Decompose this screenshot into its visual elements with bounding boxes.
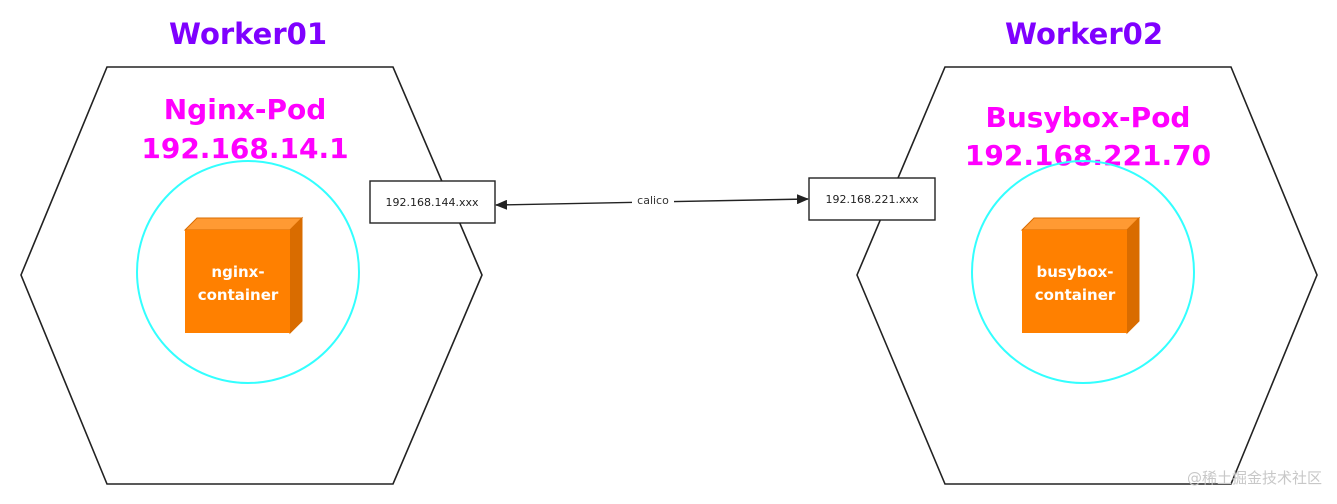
worker01-container-box: nginx- container [183,216,304,335]
worker02-container-box: busybox- container [1020,216,1141,335]
worker02-container-label-line2: container [1035,286,1116,304]
worker02-node: Worker02 Busybox-Pod 192.168.221.70 busy… [808,17,1318,485]
worker01-pod-ip: 192.168.14.1 [141,132,348,165]
worker02-pod-name: Busybox-Pod [986,101,1191,134]
worker02-interface-box [808,177,936,221]
worker01-pod-circle [136,160,360,384]
calico-label-bg [632,193,674,207]
worker02-pod-ip: 192.168.221.70 [965,139,1211,172]
worker01-interface-box [369,180,496,224]
worker02-container-label-line1: busybox- [1036,263,1113,281]
worker01-title: Worker01 [169,17,327,51]
worker01-node: Worker01 Nginx-Pod 192.168.14.1 nginx- c… [20,17,496,485]
watermark-text: @稀土掘金技术社区 [1187,469,1322,487]
worker01-container-label-line1: nginx- [211,263,264,281]
worker01-pod-name: Nginx-Pod [164,93,327,126]
worker02-interface-ip: 192.168.221.xxx [825,193,918,206]
worker01-container-label-line2: container [198,286,279,304]
calico-label: calico [637,194,669,207]
calico-link: calico [495,193,809,210]
worker02-title: Worker02 [1005,17,1163,51]
worker02-pod-circle [971,160,1195,384]
worker01-interface-ip: 192.168.144.xxx [385,196,478,209]
